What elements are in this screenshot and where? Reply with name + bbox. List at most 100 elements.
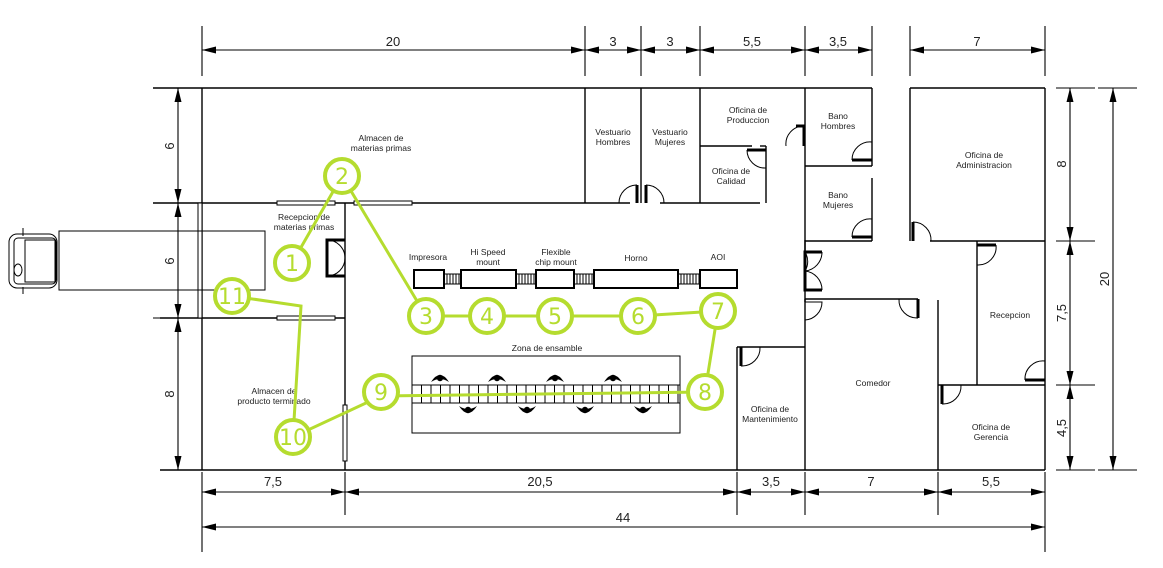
dimensions-left: 6 6 8 [153,87,202,471]
dim-top-3: 3 [666,34,673,49]
dimension-arrow [1066,227,1074,241]
dim-bottom-3: 3,5 [762,474,780,489]
dim-bottom-4: 7 [867,474,874,489]
dimension-arrow [700,46,714,54]
flow-step-3: 3 [407,297,445,335]
flow-node-label: 8 [698,381,712,406]
dimension-arrow [938,488,952,496]
flow-node-circle [323,157,361,195]
dimension-arrow [331,488,345,496]
dimension-arrow [1109,88,1117,102]
flow-node-label: 4 [480,305,494,330]
machine-flexible-chip-mount [535,269,575,289]
dim-right-2: 7,5 [1054,304,1069,322]
dimensions-top: 20 3 3 5,5 3,5 7 [201,26,1046,76]
dimension-arrow [686,46,700,54]
flow-node-label: 10 [279,426,307,451]
dimension-arrow [1066,385,1074,399]
label-zona-ensamble: Zona de ensamble [512,343,583,353]
dim-top-6: 7 [973,34,980,49]
dim-left-1: 6 [162,142,177,149]
dimension-arrow [924,488,938,496]
dimension-arrow [1066,241,1074,255]
label-horno: Horno [624,253,647,263]
flow-node-circle [362,373,400,411]
dimension-arrow [1109,456,1117,470]
dimension-arrow [641,46,655,54]
process-flow: 1 2 3 4 5 6 7 8 9 10 11 [213,157,737,456]
dimension-arrow [1031,488,1045,496]
sliding-doors [197,200,413,462]
flow-node-label: 2 [335,165,349,190]
dimension-arrow [723,488,737,496]
flow-node-circle [213,277,251,315]
dimension-arrow [174,318,182,332]
dimension-arrow [627,46,641,54]
dimension-arrow [174,203,182,217]
dim-top-1: 20 [386,34,400,49]
machine-horno [593,269,679,289]
dimensions-right: 8 7,5 4,5 20 [1054,87,1137,471]
machine-hi-speed-mount [460,269,517,289]
dimension-arrow [805,488,819,496]
dimension-arrow [805,46,819,54]
dim-right-3: 4,5 [1054,419,1069,437]
flow-node-label: 3 [419,305,433,330]
label-comedor: Comedor [856,378,891,388]
flow-node-label: 11 [218,285,246,310]
dim-right-1: 8 [1054,160,1069,167]
machine-aoi [699,269,738,289]
dimension-arrow [791,46,805,54]
dimension-arrow [174,456,182,470]
flow-step-11: 11 [213,277,251,315]
dimension-arrow [1031,46,1045,54]
flow-node-circle [699,292,737,330]
doors [325,124,1046,405]
flow-node-label: 5 [548,305,562,330]
dimension-arrow [791,488,805,496]
flow-node-label: 1 [285,252,299,277]
flow-step-4: 4 [468,297,506,335]
label-impresora: Impresora [409,252,448,262]
truck-icon [8,228,266,294]
dimension-arrow [1066,88,1074,102]
dim-bottom-total: 44 [616,510,630,525]
flow-node-circle [686,373,724,411]
flow-node-circle [273,244,311,282]
flow-node-label: 7 [711,300,725,325]
dimension-arrows [174,46,1117,531]
flow-node-circle [407,297,445,335]
dimension-arrow [202,46,216,54]
dimension-arrow [202,523,216,531]
building-walls [153,87,1046,471]
dimension-arrow [910,46,924,54]
label-aoi: AOI [711,252,726,262]
dimension-arrow [858,46,872,54]
dim-bottom-2: 20,5 [527,474,552,489]
flow-path [231,173,720,440]
flow-step-10: 10 [274,418,312,456]
dim-right-total: 20 [1097,272,1112,286]
dimension-arrow [1066,456,1074,470]
dimension-arrow [345,488,359,496]
flow-step-6: 6 [619,297,657,335]
flow-node-label: 9 [374,381,388,406]
dimension-arrow [737,488,751,496]
dim-left-3: 8 [162,390,177,397]
label-recepcion: Recepcion [990,310,1030,320]
dimension-arrow [1066,371,1074,385]
dimensions-bottom: 7,5 20,5 3,5 7 5,5 44 [201,472,1046,552]
flow-node-label: 6 [631,305,645,330]
